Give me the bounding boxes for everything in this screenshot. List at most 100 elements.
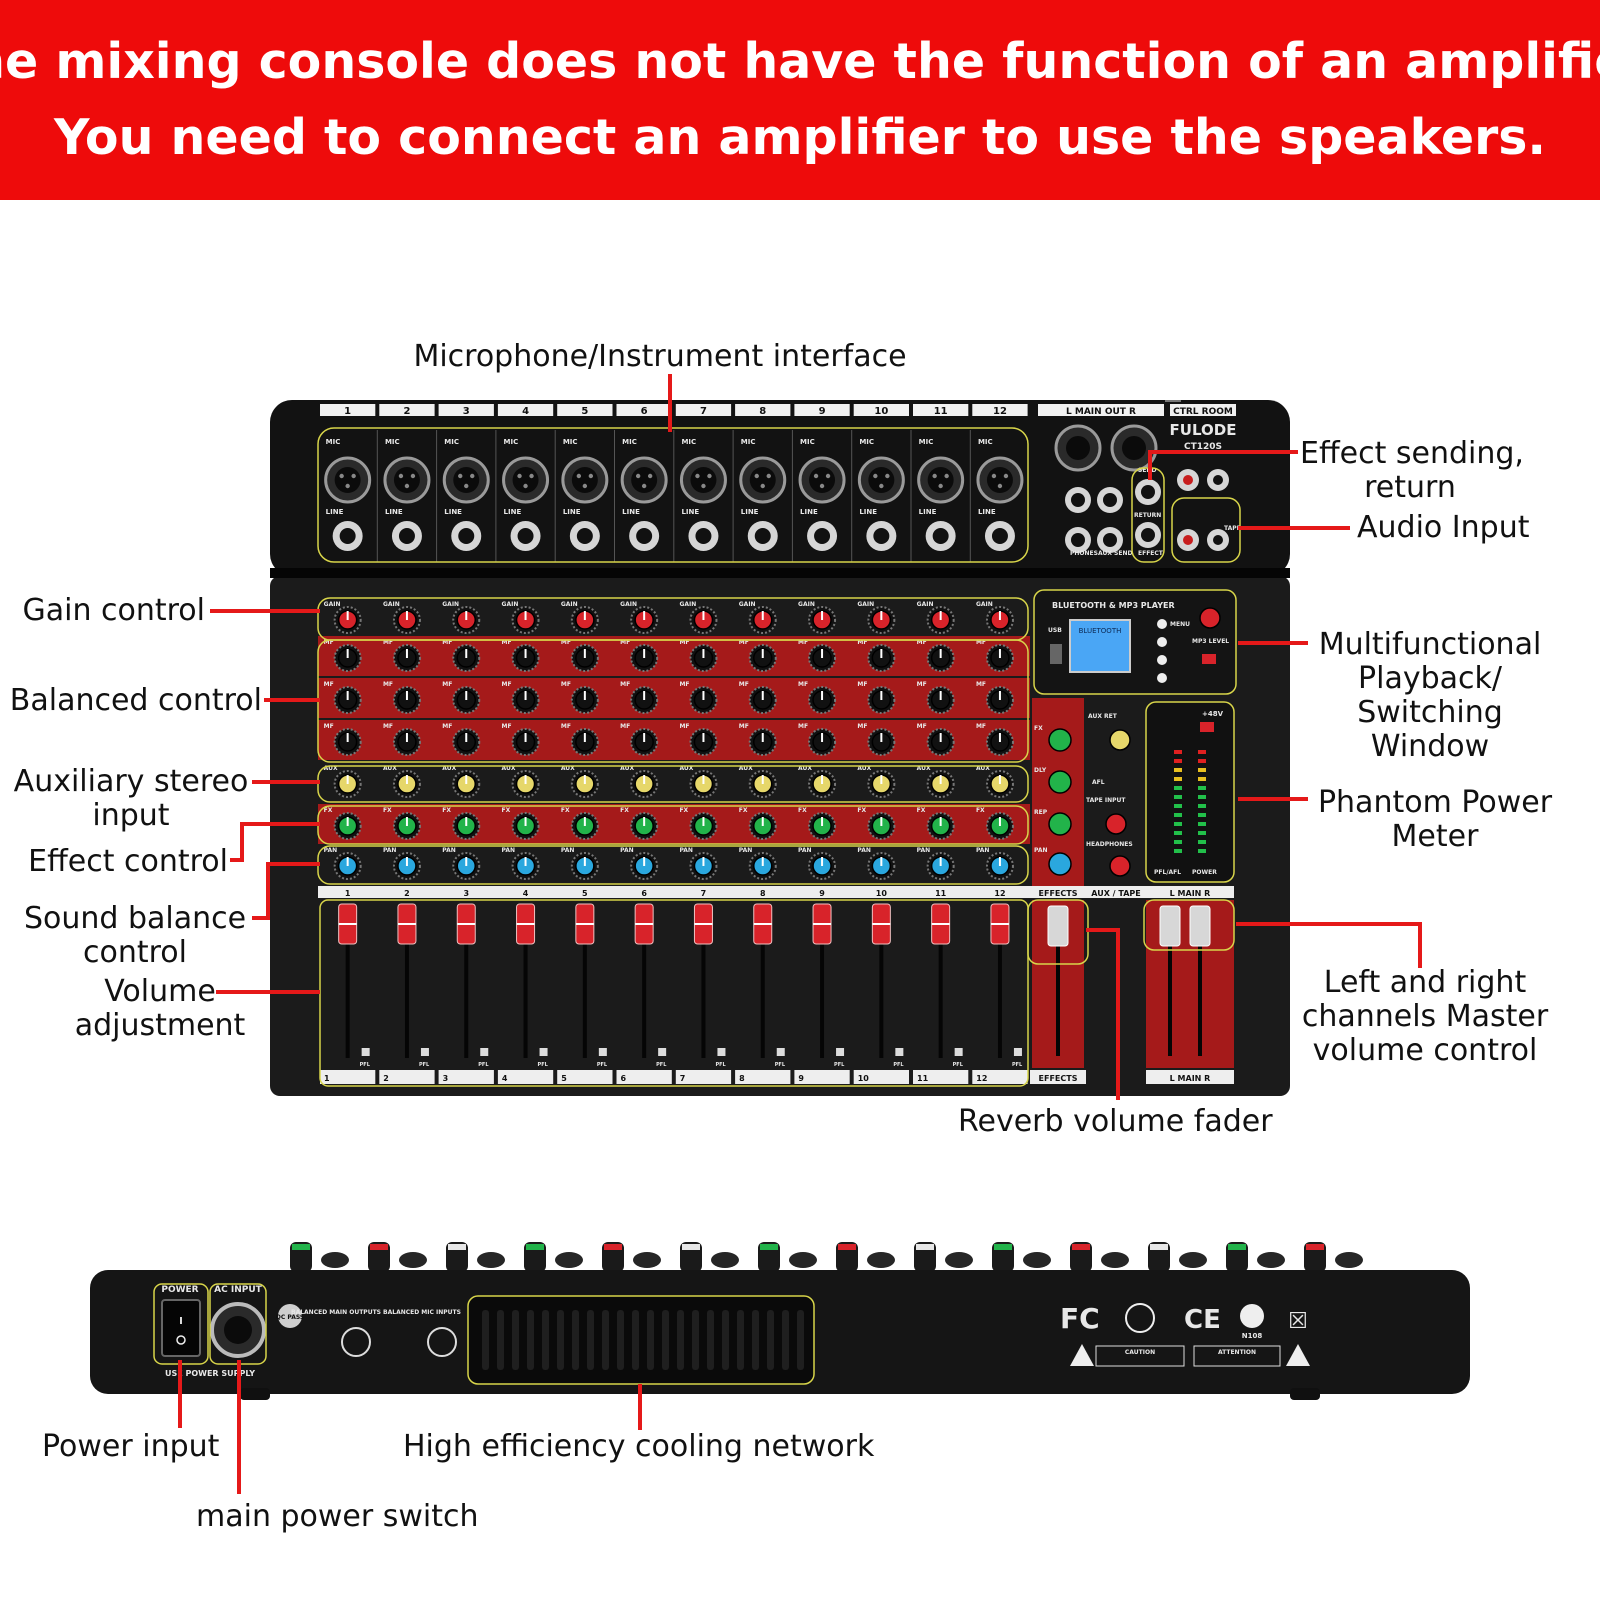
xlr-pin xyxy=(991,473,997,479)
callout-effect-send-line1: Effect sending, xyxy=(1300,436,1524,471)
callout-lr-line1: Left and right xyxy=(1323,965,1527,1000)
knob-label: AUX xyxy=(976,765,990,772)
vent-slot xyxy=(692,1310,699,1370)
line-label: LINE xyxy=(919,508,937,516)
knob-label: GAIN xyxy=(976,601,993,608)
knob-label: MF xyxy=(917,681,927,688)
knob-label: AUX xyxy=(561,765,575,772)
knob-label: MF xyxy=(620,681,630,688)
leader-effect-v xyxy=(240,822,244,862)
meter-led xyxy=(1174,822,1182,826)
channel-number-tab xyxy=(735,404,791,416)
ctrl-room-tab xyxy=(1170,404,1236,416)
channel-number: 11 xyxy=(934,406,948,417)
line-jack-hole xyxy=(754,528,771,544)
leader-balance-v xyxy=(266,862,270,920)
afl-label: AFL xyxy=(1092,779,1105,786)
xlr-pin xyxy=(588,473,594,479)
knob-label: AUX xyxy=(798,765,812,772)
fader-channel-number: 4 xyxy=(523,889,529,898)
knob-label: GAIN xyxy=(324,601,341,608)
leader-cooling xyxy=(638,1384,642,1430)
xlr-input-core xyxy=(809,467,836,493)
xlr-pin xyxy=(873,473,878,479)
meter-led xyxy=(1198,822,1206,826)
reverb-fader-cap xyxy=(1047,905,1069,947)
pfl-label: PFL xyxy=(538,1062,549,1068)
rear-jack-silhouette xyxy=(789,1252,817,1268)
pfl-button xyxy=(776,1048,785,1056)
meter-led xyxy=(1174,849,1182,853)
fader-bottom-number: 7 xyxy=(680,1074,686,1083)
send-label: SEND xyxy=(1138,467,1156,474)
knob-label: MF xyxy=(620,639,630,646)
mic-label: MIC xyxy=(385,438,400,446)
fader-bottom-tab xyxy=(557,1070,613,1084)
mic-label: MIC xyxy=(800,438,815,446)
knob-label: MF xyxy=(976,681,986,688)
knob-label: MF xyxy=(679,681,689,688)
line-label: LINE xyxy=(622,508,640,516)
bluetooth-title: BLUETOOTH & MP3 PLAYER xyxy=(1052,601,1175,610)
xlr-input-core xyxy=(453,467,480,493)
meter-led xyxy=(1198,768,1206,772)
mic-label: MIC xyxy=(681,438,696,446)
knob-label: MF xyxy=(383,639,393,646)
callout-volume: Volume adjustment xyxy=(60,975,260,1043)
rear-knob-cap xyxy=(838,1244,856,1250)
warning-triangle-icon xyxy=(1070,1344,1094,1366)
effects-fader-track xyxy=(1056,940,1060,1056)
knob-label: MF xyxy=(383,681,393,688)
xlr-pin xyxy=(404,483,410,489)
meter-led xyxy=(1174,759,1182,763)
xlr-pin xyxy=(997,483,1003,489)
fader-bottom-tab xyxy=(616,1070,672,1084)
line-label: LINE xyxy=(978,508,996,516)
xlr-pin xyxy=(701,483,706,489)
fader-channel-number: 7 xyxy=(701,889,707,898)
knob-label: MF xyxy=(442,723,452,730)
dly-label: DLY xyxy=(1034,767,1047,774)
fader-bottom-tab xyxy=(438,1070,494,1084)
channel-number-tab xyxy=(497,404,554,416)
vent-slot xyxy=(752,1310,759,1370)
leader-gain xyxy=(210,609,320,613)
rear-jack-silhouette xyxy=(399,1252,427,1268)
fader-track xyxy=(701,940,706,1058)
xlr-pin xyxy=(582,483,588,489)
fader-channel-number: 2 xyxy=(404,889,410,898)
xlr-pin xyxy=(635,473,641,479)
knob-label: MF xyxy=(857,723,867,730)
mic-label: MIC xyxy=(978,438,993,446)
knob-label: MF xyxy=(976,639,986,646)
xlr-input-core xyxy=(690,467,717,493)
xlr-input-core xyxy=(749,467,776,493)
banner-line-2: You need to connect an amplifier to use … xyxy=(53,109,1547,166)
pfl-label: PFL xyxy=(715,1062,726,1068)
knob-label: PAN xyxy=(917,847,931,854)
knob-label: AUX xyxy=(442,765,456,772)
channel-number: 12 xyxy=(993,406,1007,417)
knob-label: PAN xyxy=(679,847,693,854)
rca-jack-center xyxy=(1183,535,1193,545)
qc-sticker xyxy=(278,1304,302,1328)
callout-gain: Gain control xyxy=(22,593,205,628)
knob-label: PAN xyxy=(976,847,990,854)
ctrl-room-label: CTRL ROOM xyxy=(1173,407,1233,417)
main-bottom-label: L MAIN R xyxy=(1170,1074,1211,1083)
aux-return-knob xyxy=(1109,729,1131,751)
csa-mark xyxy=(1125,1303,1155,1333)
knob-label: GAIN xyxy=(442,601,459,608)
leader-audio-input xyxy=(1238,526,1350,530)
channel-number-tab xyxy=(320,404,376,416)
callout-phantom-line1: Phantom Power xyxy=(1317,785,1553,820)
pfl-button xyxy=(1013,1048,1022,1056)
xlr-pin xyxy=(517,473,522,479)
pfl-label: PFL xyxy=(893,1062,904,1068)
callout-lr-line3: volume control xyxy=(1312,1033,1538,1068)
xlr-pin xyxy=(470,473,475,479)
xlr-pin xyxy=(464,483,469,489)
knob-label: GAIN xyxy=(739,601,756,608)
xlr-input-core xyxy=(631,467,658,493)
